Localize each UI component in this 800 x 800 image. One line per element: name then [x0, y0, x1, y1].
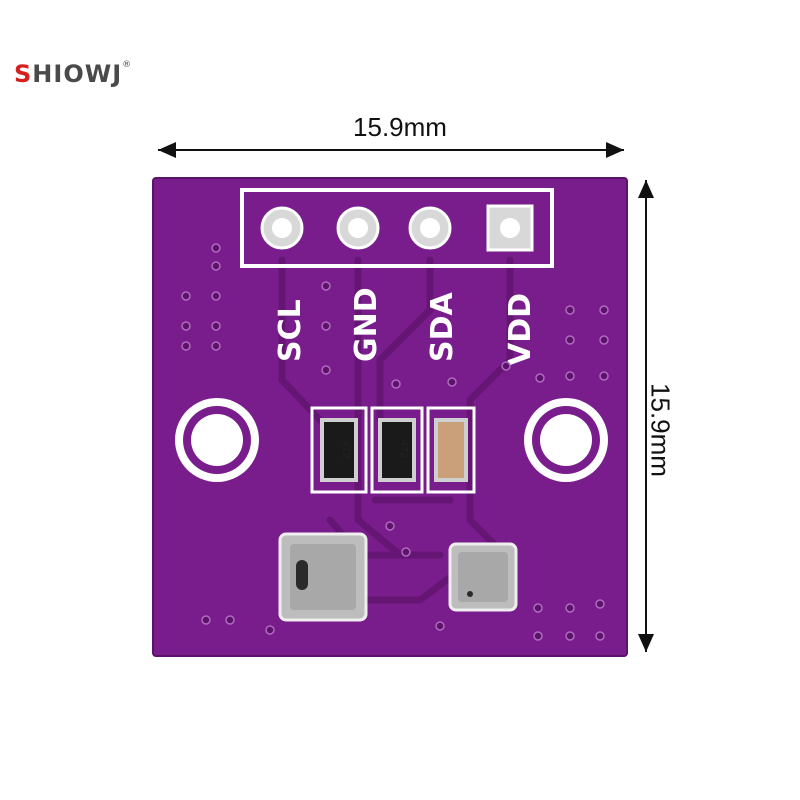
- smd-components: 472 472: [310, 406, 476, 494]
- registered-mark: ®: [122, 60, 133, 70]
- header-silkscreen-outline: [240, 188, 554, 268]
- pin-label-vdd: VDD: [503, 293, 538, 366]
- pin-label-scl: SCL: [273, 299, 308, 362]
- width-dimension-label: 15.9mm: [353, 112, 447, 142]
- sensor-chip-small: [448, 542, 518, 612]
- brand-logo: SHIOWJ®: [14, 60, 132, 88]
- resistor-marking-1: 472: [340, 440, 351, 458]
- pin-label-gnd: GND: [349, 287, 384, 362]
- sensor-chip-large: [278, 532, 368, 622]
- resistor-marking-2: 472: [398, 440, 409, 458]
- mounting-hole-left: [175, 398, 259, 482]
- logo-text: HIOWJ: [32, 60, 123, 88]
- mounting-hole-right: [524, 398, 608, 482]
- logo-letter-s: S: [14, 60, 33, 88]
- pin-label-sda: SDA: [425, 291, 460, 362]
- header-pads: [260, 204, 534, 252]
- pcb-vias: [181, 243, 609, 641]
